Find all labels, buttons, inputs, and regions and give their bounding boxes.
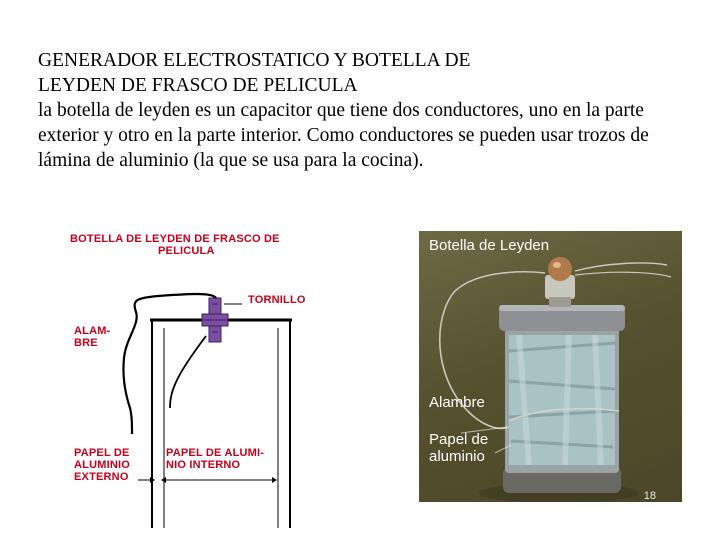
slide-text: GENERADOR ELECTROSTATICO Y BOTELLA DE LE… xyxy=(38,48,698,173)
photo-drawing xyxy=(438,257,672,502)
diagram-title-line-2: PELICULA xyxy=(158,245,215,257)
photo-label-papel: Papel de aluminio xyxy=(429,431,488,465)
slide-body: la botella de leyden es un capacitor que… xyxy=(38,100,649,171)
leyden-jar-diagram: BOTELLA DE LEYDEN DE FRASCO DE PELICULA … xyxy=(66,228,356,528)
photo-label-title: Botella de Leyden xyxy=(429,237,550,254)
bolt-icon xyxy=(201,297,229,343)
photo-label-papel-line-2: aluminio xyxy=(429,448,485,465)
slide-title-line-1: GENERADOR ELECTROSTATICO Y BOTELLA DE xyxy=(38,50,471,71)
slide-title-line-2: LEYDEN DE FRASCO DE PELICULA xyxy=(38,75,358,96)
leyden-jar-photo: Botella de Leyden Alambre Papel de alumi… xyxy=(419,231,682,502)
label-inner-foil-line-2: NIO INTERNO xyxy=(166,459,241,471)
photo-label-alambre: Alambre xyxy=(429,394,485,411)
diagram-title: BOTELLA DE LEYDEN DE FRASCO DE PELICULA xyxy=(70,233,280,257)
diagram-title-line-1: BOTELLA DE LEYDEN DE FRASCO DE xyxy=(70,233,280,245)
photo-label-papel-line-1: Papel de xyxy=(429,431,489,448)
label-tornillo: TORNILLO xyxy=(248,294,306,306)
label-alambre-line-1: ALAM- xyxy=(74,325,111,337)
photo-lid xyxy=(499,305,625,331)
diagram-drawing xyxy=(122,292,292,528)
label-alambre: ALAM- BRE xyxy=(74,325,110,349)
page-number: 18 xyxy=(643,490,656,502)
photo-wire xyxy=(438,271,546,430)
wire-outer xyxy=(122,292,217,435)
label-inner-foil: PAPEL DE ALUMI- NIO INTERNO xyxy=(166,447,264,471)
label-alambre-line-2: BRE xyxy=(74,337,98,349)
wire-inner xyxy=(169,335,207,409)
label-outer-foil-line-1: PAPEL DE xyxy=(74,447,130,459)
label-inner-foil-line-1: PAPEL DE ALUMI- xyxy=(166,447,265,459)
label-outer-foil-line-2: ALUMINIO xyxy=(74,459,130,471)
label-outer-foil-line-3: EXTERNO xyxy=(74,471,129,483)
label-outer-foil: PAPEL DE ALUMINIO EXTERNO xyxy=(74,447,130,483)
